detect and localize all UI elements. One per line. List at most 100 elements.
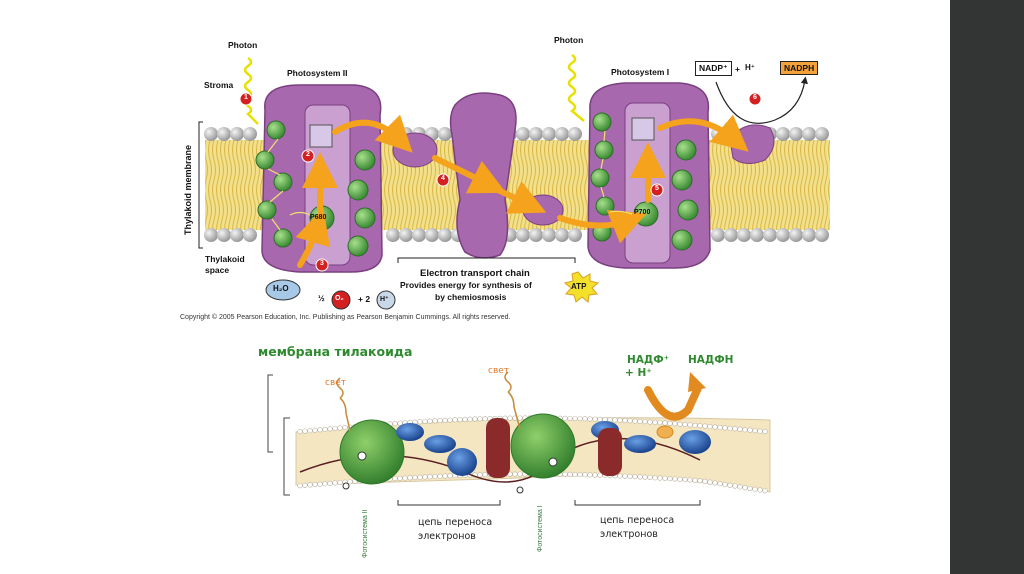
step-number-1: 1	[244, 94, 248, 101]
phospholipid-head	[717, 481, 723, 487]
etc-label-3: by chemiosmosis	[435, 292, 507, 302]
phospholipid-head	[752, 428, 758, 434]
nadf-label: НАДФ⁺	[627, 354, 670, 366]
phospholipid-head	[230, 228, 244, 242]
ps1-vertical-label: Фотосистема I	[537, 505, 544, 552]
stroma-label: Stroma	[204, 80, 234, 90]
step-markers	[239, 92, 762, 272]
phospholipid-head	[467, 416, 473, 422]
phospholipid-head	[732, 483, 738, 489]
phospholipid-head	[427, 418, 433, 424]
phospholipid-head	[417, 474, 423, 480]
phospholipid-head	[662, 475, 668, 481]
energy-transfer-arrows	[267, 130, 633, 231]
chain-1-line1: цепь переноса	[418, 517, 493, 528]
phospholipid-head	[477, 416, 483, 422]
phospholipid-head	[652, 419, 658, 425]
phospholipid-head	[555, 228, 569, 242]
nadfh-label: НАДФН	[688, 354, 734, 366]
nadp-h-plus-label: H⁺	[745, 63, 755, 72]
top-diagram	[198, 53, 830, 506]
phospholipid-head	[516, 228, 530, 242]
phospholipid-head	[392, 420, 398, 427]
phospholipid-head	[627, 418, 633, 424]
phospholipid-head	[347, 479, 353, 485]
thylakoid-space-label-1: Thylakoid	[205, 254, 245, 264]
phospholipid-head	[647, 419, 653, 425]
phospholipid-head	[657, 475, 663, 481]
phospholipid-head	[312, 481, 318, 488]
phospholipid-head	[442, 417, 448, 423]
phospholipid-head	[687, 422, 693, 428]
phospholipid-head	[587, 472, 593, 478]
ps2-vertical-label: Фотосистема II	[362, 509, 369, 558]
phospholipid-head	[617, 417, 623, 423]
phospholipid-head	[302, 428, 308, 434]
phospholipid-head	[597, 416, 603, 422]
phospholipid-head	[217, 127, 231, 141]
phospholipid-head	[687, 477, 693, 483]
phospholipid-head	[322, 481, 328, 487]
p700-label: P700	[634, 209, 651, 216]
phospholipid-head	[302, 482, 308, 488]
phospholipid-head	[562, 415, 568, 421]
phospholipid-head	[757, 487, 763, 493]
phospholipid-head	[462, 416, 468, 422]
phospholipid-head	[682, 421, 688, 428]
step-number-5: 5	[655, 185, 659, 192]
step-number-6: 6	[753, 94, 757, 101]
light-label-2: свет	[488, 366, 510, 376]
phospholipid-head	[622, 473, 628, 479]
phospholipid-head	[647, 474, 653, 481]
phospholipid-head	[577, 416, 583, 422]
plus-two-label: + 2	[358, 294, 371, 304]
o2-label: O₂	[335, 295, 344, 302]
phospholipid-head	[312, 427, 318, 433]
phospholipid-head	[667, 476, 673, 482]
phospholipid-head	[243, 228, 257, 242]
phospholipid-head	[722, 481, 728, 488]
phospholipid-head	[672, 476, 678, 482]
h2o-molecule	[265, 279, 301, 301]
etc-bracket	[397, 257, 576, 263]
phospholipid-head	[399, 228, 413, 242]
nadph-box: NADPH	[780, 61, 819, 75]
phospholipid-head	[592, 472, 598, 478]
half-label: ½	[318, 294, 325, 303]
phospholipid-head	[555, 127, 569, 141]
phospholipid-head	[712, 480, 718, 486]
phospholipid-head	[317, 427, 323, 433]
phospholipid-head	[642, 419, 648, 425]
phospholipid-head	[204, 228, 218, 242]
phospholipid-head	[750, 228, 764, 242]
phospholipid-head	[789, 127, 803, 141]
phospholipid-head	[657, 420, 663, 426]
phospholipid-head	[677, 476, 683, 482]
nadfh-arrow	[644, 384, 702, 421]
etc-label-1: Electron transport chain	[420, 268, 530, 279]
electron-flow-arrows	[295, 114, 749, 268]
phospholipid-head	[707, 479, 713, 485]
photosystem-i-label: Photosystem I	[611, 67, 670, 77]
phospholipid-head	[529, 127, 543, 141]
p680-label: P680	[310, 214, 327, 221]
phospholipid-head	[763, 228, 777, 242]
phospholipid-head	[717, 424, 723, 431]
phospholipid-head	[432, 418, 438, 424]
phospholipid-head	[617, 473, 623, 479]
phospholipid-head	[707, 423, 713, 430]
phospholipid-head	[727, 482, 733, 488]
phospholipid-head	[587, 416, 593, 422]
phospholipid-head	[572, 415, 578, 422]
phospholipid-head	[432, 473, 438, 480]
phospholipid-head	[692, 477, 698, 483]
phospholipid-head	[447, 417, 453, 423]
phospholipid-head	[472, 416, 478, 422]
phospholipid-head	[789, 228, 803, 242]
phospholipid-head	[516, 127, 530, 141]
phospholipid-head	[517, 471, 523, 477]
phospholipid-head	[457, 417, 463, 423]
phospholipid-head	[542, 127, 556, 141]
phospholipid-head	[697, 478, 703, 484]
o2-molecule	[331, 290, 351, 310]
